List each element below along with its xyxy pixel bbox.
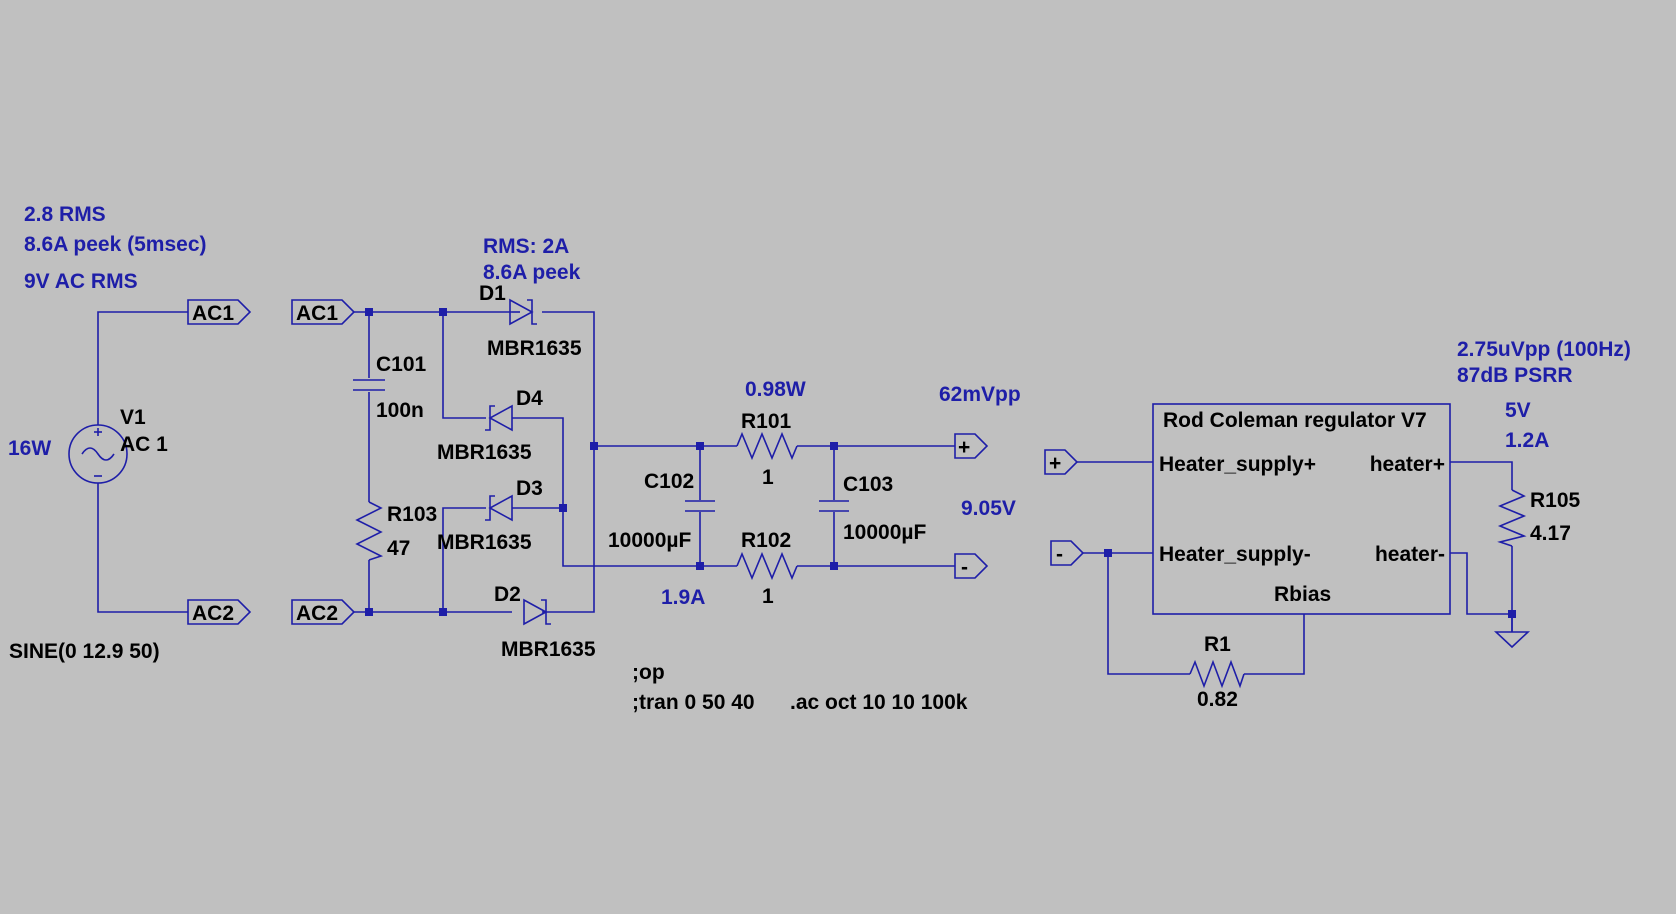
r1-value: 0.82 <box>1197 688 1238 711</box>
wires-bridge <box>512 311 700 613</box>
wires-regulator <box>1077 461 1513 675</box>
regulator-pin-heater-minus: heater- <box>1375 543 1445 566</box>
netlabel-plus-out-text: + <box>958 436 970 459</box>
r105-value: 4.17 <box>1530 522 1571 545</box>
resistor-r105[interactable] <box>1497 489 1527 547</box>
netlabel-plus-in-text: + <box>1049 452 1061 475</box>
junction-dots <box>365 308 1516 618</box>
directive-tran[interactable]: ;tran 0 50 40 <box>632 691 755 714</box>
regulator-pin-rbias: Rbias <box>1274 583 1331 606</box>
capacitor-c102[interactable] <box>685 500 715 512</box>
d1-name: D1 <box>479 282 506 305</box>
regulator-title: Rod Coleman regulator V7 <box>1163 409 1427 432</box>
source-value: AC 1 <box>120 433 168 456</box>
r103-name: R103 <box>387 503 437 526</box>
netlabel-ac2-right <box>291 599 356 625</box>
r102-value: 1 <box>762 585 774 608</box>
d2-name: D2 <box>494 583 521 606</box>
wires-source <box>97 311 188 613</box>
c102-value: 10000µF <box>608 529 691 552</box>
d3-value: MBR1635 <box>437 531 532 554</box>
note-source-peak: 8.6A peek (5msec) <box>24 233 207 256</box>
c101-value: 100n <box>376 399 424 422</box>
note-ac-rms: 9V AC RMS <box>24 270 138 293</box>
note-diode-peak: 8.6A peek <box>483 261 581 284</box>
wires-filter <box>699 445 955 567</box>
directive-op[interactable]: ;op <box>632 661 665 684</box>
note-psrr: 87dB PSRR <box>1457 364 1573 387</box>
note-out-v: 5V <box>1505 399 1531 422</box>
note-ripple: 62mVpp <box>939 383 1021 406</box>
r105-name: R105 <box>1530 489 1581 512</box>
voltage-source-v1[interactable] <box>68 424 128 484</box>
note-output-voltage: 9.05V <box>961 497 1016 520</box>
netlabel-minus-out-text: - <box>961 556 968 579</box>
source-spec: SINE(0 12.9 50) <box>9 640 160 663</box>
diode-d2[interactable] <box>523 598 551 626</box>
resistor-r103[interactable] <box>355 501 384 561</box>
regulator-box[interactable] <box>1152 403 1451 615</box>
resistor-r102[interactable] <box>736 551 798 581</box>
netlabel-minus-out <box>954 553 989 579</box>
note-reg-ripple: 2.75uVpp (100Hz) <box>1457 338 1631 361</box>
c102-name: C102 <box>644 470 694 493</box>
d4-name: D4 <box>516 387 543 410</box>
d2-value: MBR1635 <box>501 638 596 661</box>
regulator-pin-heater-plus: heater+ <box>1370 453 1445 476</box>
source-name: V1 <box>120 406 146 429</box>
netlabel-ac1-left <box>187 299 252 325</box>
diode-d1[interactable] <box>509 298 537 326</box>
note-diode-rms: RMS: 2A <box>483 235 569 258</box>
wires-input <box>354 311 512 613</box>
note-power-16w: 16W <box>8 437 51 460</box>
resistor-r1[interactable] <box>1189 659 1245 689</box>
note-out-i: 1.2A <box>1505 429 1549 452</box>
netlabel-ac2-left <box>187 599 252 625</box>
d4-value: MBR1635 <box>437 441 532 464</box>
diode-d3[interactable] <box>485 494 513 522</box>
diode-d4[interactable] <box>485 404 513 432</box>
netlabel-minus-in <box>1050 540 1085 566</box>
capacitor-c103[interactable] <box>819 500 849 512</box>
c101-name: C101 <box>376 353 427 376</box>
c103-name: C103 <box>843 473 893 496</box>
netlabel-plus-out <box>954 433 989 459</box>
r102-name: R102 <box>741 529 791 552</box>
r101-name: R101 <box>741 410 792 433</box>
netlabel-plus-in <box>1044 449 1079 475</box>
note-r101-power: 0.98W <box>745 378 806 401</box>
capacitor-c101[interactable] <box>353 379 385 391</box>
note-source-rms: 2.8 RMS <box>24 203 106 226</box>
netlabel-minus-in-text: - <box>1056 543 1063 566</box>
regulator-pin-supply-minus: Heater_supply- <box>1159 543 1311 566</box>
netlabel-ac1-right <box>291 299 356 325</box>
netlabel-ac1-right-text: AC1 <box>296 302 338 325</box>
d3-name: D3 <box>516 477 543 500</box>
resistor-r101[interactable] <box>736 431 798 461</box>
netlabel-ac1-text: AC1 <box>192 302 234 325</box>
d1-value: MBR1635 <box>487 337 582 360</box>
netlabel-ac2-text: AC2 <box>192 602 234 625</box>
c103-value: 10000µF <box>843 521 926 544</box>
regulator-pin-supply-plus: Heater_supply+ <box>1159 453 1316 476</box>
r103-value: 47 <box>387 537 410 560</box>
r101-value: 1 <box>762 466 774 489</box>
netlabel-ac2-right-text: AC2 <box>296 602 338 625</box>
directive-ac[interactable]: .ac oct 10 10 100k <box>790 691 968 714</box>
note-current: 1.9A <box>661 586 705 609</box>
ground-icon <box>1493 631 1531 649</box>
r1-name: R1 <box>1204 633 1231 656</box>
